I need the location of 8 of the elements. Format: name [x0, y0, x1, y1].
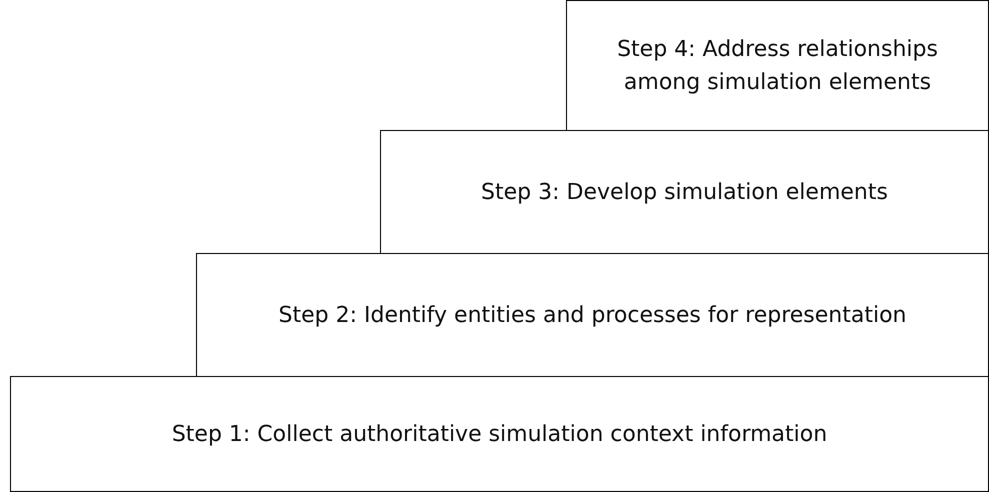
step-box [10, 376, 989, 492]
step-box [380, 130, 989, 254]
step-label: Step 4: Address relationships among simulation elements [616, 36, 939, 96]
step-box [566, 0, 989, 131]
step-label: Step 1: Collect authoritative simulation context information [172, 420, 828, 448]
step-box [196, 253, 989, 377]
step-label: Step 2: Identify entities and processes for representation [278, 302, 906, 330]
step-label: Step 3: Develop simulation elements [481, 178, 888, 206]
